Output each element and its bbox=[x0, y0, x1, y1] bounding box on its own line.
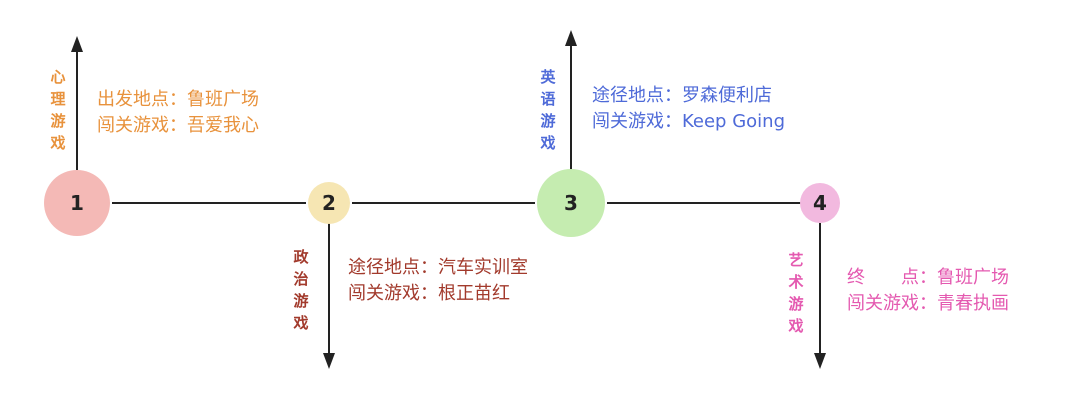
stop-4-info: 终 点：鲁班广场 闯关游戏：青春执画 bbox=[847, 265, 1009, 317]
stop-4-location: 终 点：鲁班广场 bbox=[847, 267, 1009, 288]
stop-3-location: 途径地点：罗森便利店 bbox=[592, 85, 772, 106]
stop-2-number: 2 bbox=[322, 191, 336, 215]
arrow-down-icon bbox=[814, 353, 826, 369]
stop-3-node: 3 bbox=[537, 169, 605, 237]
arrow-up-icon bbox=[565, 30, 577, 46]
stop-1-game: 闯关游戏：吾爱我心 bbox=[97, 115, 259, 136]
stop-2-game: 闯关游戏：根正苗红 bbox=[348, 283, 510, 304]
stop-1-info: 出发地点：鲁班广场 闯关游戏：吾爱我心 bbox=[97, 87, 259, 139]
stop-1-node: 1 bbox=[44, 170, 110, 236]
stop-3-category: 英 语 游 戏 bbox=[540, 68, 556, 152]
stop-4-node: 4 bbox=[800, 183, 840, 223]
arrow-up-icon bbox=[71, 36, 83, 52]
stop-1-number: 1 bbox=[70, 191, 84, 215]
stop-4-number: 4 bbox=[813, 191, 827, 215]
stop-3-game: 闯关游戏：Keep Going bbox=[592, 111, 785, 132]
stop-3-info: 途径地点：罗森便利店 闯关游戏：Keep Going bbox=[592, 83, 785, 135]
stop-2-node: 2 bbox=[308, 182, 350, 224]
stop-2-location: 途径地点：汽车实训室 bbox=[348, 257, 528, 278]
stop-3-number: 3 bbox=[564, 191, 578, 215]
arrow-down-icon bbox=[323, 353, 335, 369]
stop-1-category: 心 理 游 戏 bbox=[50, 68, 66, 152]
stop-4-category: 艺 术 游 戏 bbox=[788, 251, 804, 335]
stop-2-info: 途径地点：汽车实训室 闯关游戏：根正苗红 bbox=[348, 255, 528, 307]
stop-2-category: 政 治 游 戏 bbox=[293, 248, 309, 332]
stop-4-game: 闯关游戏：青春执画 bbox=[847, 293, 1009, 314]
stop-1-location: 出发地点：鲁班广场 bbox=[97, 89, 259, 110]
